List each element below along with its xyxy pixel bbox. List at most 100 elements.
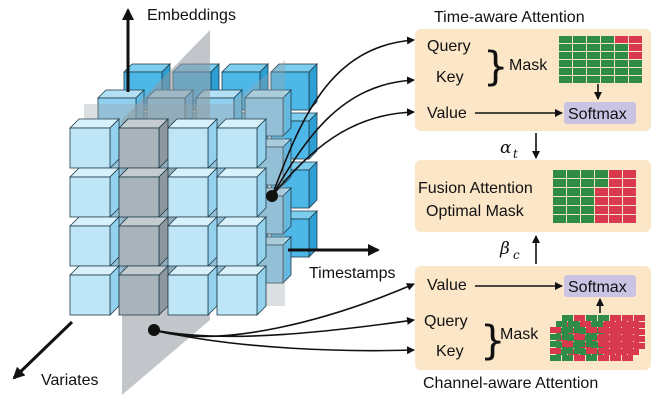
channel-mask-label: Mask	[500, 326, 539, 343]
channel-brace: }	[480, 318, 505, 364]
fusion-mask-grid	[553, 170, 636, 223]
channel-mask-cell	[586, 341, 597, 347]
cube-front	[118, 167, 169, 218]
time-attention-title: Time-aware Attention	[434, 9, 585, 26]
fusion-mask-cell	[623, 197, 636, 205]
fusion-mask-cell	[553, 188, 566, 196]
cube-front	[216, 118, 267, 169]
time-query-label: Query	[427, 38, 471, 55]
cube-front	[167, 118, 218, 169]
time-mask-cell	[587, 68, 600, 75]
time-mask-cell	[615, 44, 628, 51]
fusion-mask-cell	[581, 206, 594, 214]
cube-front	[216, 167, 267, 218]
time-mask-cell	[615, 76, 628, 83]
fusion-mask-cell	[623, 179, 636, 187]
channel-mask-cell	[610, 334, 621, 340]
time-mask-cell	[559, 44, 572, 51]
time-mask-cell	[629, 36, 642, 43]
channel-mask-cell	[592, 328, 603, 334]
channel-mask-cell	[592, 321, 603, 327]
time-source-node	[266, 190, 278, 202]
time-mask-cell	[587, 60, 600, 67]
channel-mask-cell	[598, 355, 609, 361]
fusion-mask-cell	[553, 206, 566, 214]
fusion-mask-cell	[623, 170, 636, 178]
channel-mask-cell	[610, 355, 621, 361]
time-mask-cell	[601, 76, 614, 83]
channel-mask-cell	[604, 342, 615, 348]
channel-mask-cell	[634, 343, 645, 349]
fusion-mask-cell	[623, 206, 636, 214]
channel-mask-cell	[622, 322, 633, 328]
cube-front	[69, 216, 120, 267]
time-mask-cell	[601, 44, 614, 51]
channel-mask-cell	[622, 348, 633, 354]
channel-mask-cell	[604, 328, 615, 334]
time-mask-cell	[573, 44, 586, 51]
channel-mask-cell	[556, 349, 567, 355]
fusion-mask-cell	[553, 170, 566, 178]
channel-mask-cell	[634, 322, 645, 328]
beta-symbol: β	[499, 239, 510, 259]
channel-mask-cell	[550, 355, 561, 361]
channel-mask-cell	[610, 348, 621, 354]
time-key-label: Key	[436, 69, 464, 86]
time-mask-cell	[573, 36, 586, 43]
fusion-mask-cell	[567, 188, 580, 196]
channel-mask-cell	[628, 349, 639, 355]
channel-key-label: Key	[436, 343, 464, 360]
channel-mask-cell	[622, 334, 633, 340]
time-mask-cell	[629, 76, 642, 83]
time-mask-cell	[587, 76, 600, 83]
channel-mask-cell	[574, 355, 585, 361]
cube-front	[118, 118, 169, 169]
time-mask-cell	[573, 60, 586, 67]
channel-mask-cell	[586, 334, 597, 340]
channel-mask-cell	[556, 335, 567, 341]
time-mask-cell	[615, 60, 628, 67]
channel-mask-cell	[622, 355, 633, 361]
cube-front	[167, 265, 218, 316]
fusion-mask-cell	[553, 197, 566, 205]
fusion-mask-cell	[595, 188, 608, 196]
channel-value-label: Value	[427, 277, 467, 294]
fusion-mask-cell	[567, 179, 580, 187]
channel-mask-cell	[580, 349, 591, 355]
fusion-mask-cell	[581, 197, 594, 205]
channel-mask-cell	[574, 327, 585, 333]
time-mask-cell	[559, 76, 572, 83]
channel-source-node	[148, 324, 160, 336]
time-value-label: Value	[427, 105, 467, 122]
time-mask-cell	[615, 52, 628, 59]
time-mask-cell	[615, 36, 628, 43]
fusion-mask-cell	[609, 206, 622, 214]
channel-mask-cell	[634, 329, 645, 335]
channel-mask-cell	[580, 328, 591, 334]
cube-front	[69, 167, 120, 218]
channel-mask-cell	[562, 341, 573, 347]
time-mask-cell	[573, 68, 586, 75]
time-mask-cell	[601, 68, 614, 75]
channel-softmax-box	[564, 275, 636, 297]
channel-mask-cell	[586, 315, 597, 321]
channel-mask-cell	[562, 322, 573, 328]
channel-mask-cell	[574, 334, 585, 340]
channel-mask-cell	[586, 348, 597, 354]
time-connections	[271, 36, 415, 197]
channel-connections	[153, 283, 415, 355]
time-mask-cell	[559, 52, 572, 59]
channel-mask-cell	[622, 327, 633, 333]
time-mask-cell	[559, 36, 572, 43]
fusion-mask-cell	[595, 170, 608, 178]
variates-label: Variates	[41, 372, 99, 389]
channel-mask-cell	[580, 335, 591, 341]
channel-attention-title: Channel-aware Attention	[423, 375, 598, 392]
cube-front	[216, 265, 267, 316]
channel-mask-cell	[574, 322, 585, 328]
channel-query-label: Query	[424, 313, 468, 330]
time-mask-cell	[559, 60, 572, 67]
time-mask-cell	[587, 44, 600, 51]
channel-mask-cell	[610, 341, 621, 347]
